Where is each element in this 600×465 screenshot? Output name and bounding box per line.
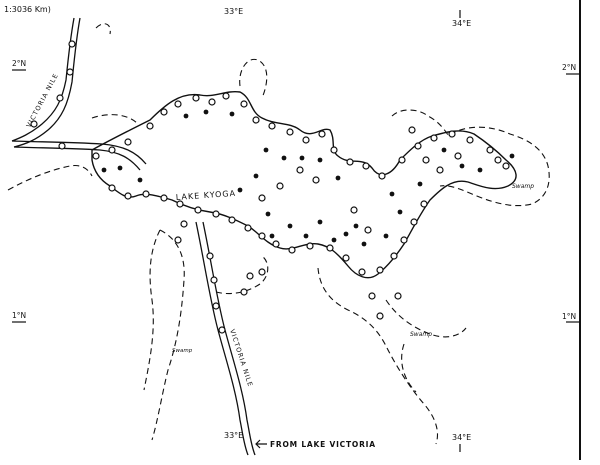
- victoria-nile-lower: [195, 221, 256, 456]
- lon-label-top-right: 34°E: [452, 19, 471, 28]
- lat-label-left-bottom: 1°N: [12, 311, 26, 320]
- landing-site-dots: [101, 109, 515, 247]
- swamp-boundaries: [7, 23, 550, 445]
- scale-note: 1:3036 Km): [4, 5, 51, 14]
- lon-label-bottom-mid: 33°E: [224, 431, 243, 440]
- lat-label-left-top: 2°N: [12, 59, 26, 68]
- lon-label-bottom-right: 34°E: [452, 433, 471, 442]
- swamp-label-2: Swamp: [410, 331, 432, 338]
- from-lake-victoria-label: FROM LAKE VICTORIA: [270, 440, 376, 449]
- landing-site-markers: [30, 40, 510, 334]
- swamp-label-3: Swamp: [172, 348, 193, 354]
- arrow-icon: [255, 439, 267, 449]
- lake-name-label: LAKE KYOGA: [176, 189, 237, 202]
- lat-label-right-top: 2°N: [562, 63, 576, 72]
- lon-label-top-mid: 33°E: [224, 7, 243, 16]
- lat-label-right-bottom: 1°N: [562, 312, 576, 321]
- swamp-label-1: Swamp: [512, 183, 534, 190]
